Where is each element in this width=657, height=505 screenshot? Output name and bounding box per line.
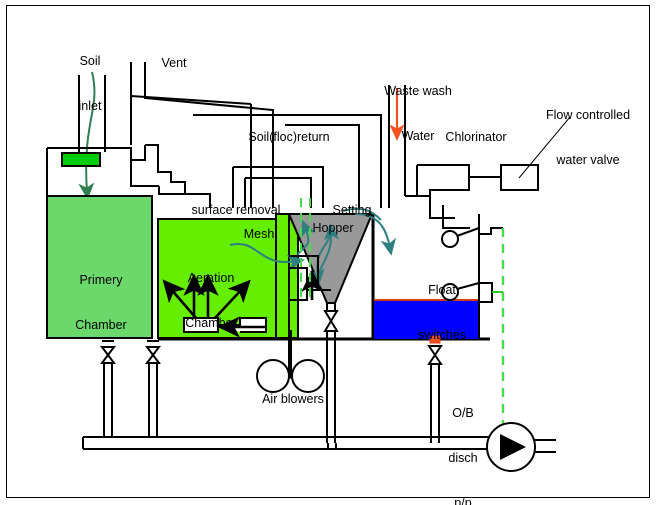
label-hopper: Hopper	[312, 221, 354, 235]
primary-chamber	[46, 195, 153, 339]
label-ob-line2: disch	[448, 451, 478, 465]
label-waste-wash-water: Waste wash Water	[363, 54, 473, 174]
label-aeration-line1: Aeration	[187, 271, 235, 285]
hopper-control-dashed-lines	[300, 198, 311, 300]
chlorinator-outlet-pipe	[429, 196, 470, 229]
vent-stack	[130, 62, 274, 208]
label-aeration-line2: Chamber	[185, 316, 237, 330]
label-soil-floc-return: Soil(floc)return	[248, 130, 330, 144]
clear-water-tank	[374, 300, 479, 339]
primary-chamber-drain-valve	[100, 340, 116, 437]
pump-riser-pipes	[327, 443, 337, 449]
chlorinator	[416, 164, 539, 197]
aeration-chamber-drain-valve	[145, 340, 161, 437]
label-aeration-chamber: Aeration Chamber	[168, 241, 254, 361]
label-waste-wash-line2: Water	[401, 129, 435, 143]
hopper-sludge-outlet	[326, 303, 336, 311]
primary-chamber-inlet-port	[61, 152, 101, 167]
float-switch-high	[441, 227, 503, 248]
label-setting: Setting	[332, 203, 372, 217]
air-blower-manifold	[288, 330, 292, 378]
clear-tank-discharge-valve	[427, 335, 443, 443]
aeration-bubble-arrows	[162, 273, 251, 319]
soil-floc-return-duct	[193, 114, 382, 208]
label-ob-line3: p/p	[454, 496, 472, 505]
primary-chamber-top-housing	[46, 144, 211, 208]
label-float-line2: switches	[418, 328, 466, 342]
label-soil-inlet-line2: inlet	[78, 99, 102, 113]
label-float-switches: Float switches	[400, 253, 484, 373]
label-ob-line1: O/B	[452, 406, 474, 420]
soil-inlet-flow-arrow	[78, 71, 96, 200]
label-flow-valve-line1: Flow controlled	[545, 108, 631, 122]
label-soil-inlet-line1: Soil	[79, 54, 101, 68]
flow-controlled-water-valve-leader	[518, 116, 571, 179]
label-chlorinator: Chlorinator	[445, 130, 507, 144]
label-primary-line1: Primery	[79, 273, 123, 287]
label-soil-inlet: Soil inlet	[62, 24, 118, 144]
label-surface-removal: surface removal	[191, 203, 281, 217]
label-vent: Vent	[161, 56, 187, 70]
label-float-line1: Float	[428, 283, 456, 297]
label-ob-disch-pp: O/B disch p/p	[434, 376, 492, 505]
hopper-sludge-valve	[323, 310, 339, 443]
label-waste-wash-line1: Waste wash	[384, 84, 452, 98]
settling-overflow-arrow	[342, 207, 396, 256]
label-flow-controlled-water-valve: Flow controlled water valve	[529, 78, 647, 198]
surface-removal-flow-arrow	[229, 242, 305, 271]
air-blower-right	[291, 359, 325, 393]
label-primary-line2: Chamber	[75, 318, 127, 332]
overboard-discharge-pump	[486, 422, 556, 472]
label-air-blowers: Air blowers	[262, 392, 324, 406]
soil-inlet-pipe	[78, 75, 106, 152]
label-flow-valve-line2: water valve	[556, 153, 620, 167]
bottom-header-pipe	[82, 436, 518, 450]
label-mesh: Mesh	[243, 227, 275, 241]
air-blower-left	[256, 359, 290, 393]
label-primary-chamber: Primery Chamber	[62, 243, 140, 363]
